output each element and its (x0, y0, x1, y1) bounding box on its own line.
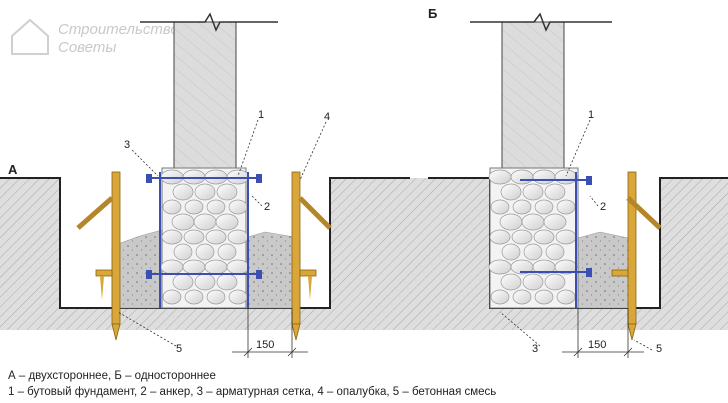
stone (172, 273, 194, 291)
stone (499, 213, 523, 231)
house-logo-icon (11, 18, 49, 55)
stone (162, 289, 182, 305)
stone (490, 289, 510, 305)
stone (228, 289, 248, 305)
anchor-bolts (146, 174, 262, 279)
stone (510, 169, 534, 185)
anchor-bolts (586, 176, 592, 277)
stone (194, 273, 216, 291)
column-break-line (140, 12, 278, 32)
formwork (611, 171, 662, 341)
formwork-left (76, 171, 121, 341)
stone (512, 289, 532, 305)
rebar-mesh (520, 172, 590, 308)
stone (206, 289, 226, 305)
stone (500, 273, 522, 291)
stone (227, 229, 249, 245)
formwork-right (291, 171, 332, 341)
callout-1-a: 1 (258, 109, 264, 121)
rebar-mesh (148, 172, 262, 308)
dimension-value-b: 150 (588, 339, 606, 351)
stone (226, 259, 250, 275)
callout-3-b: 3 (532, 343, 538, 355)
stone (216, 183, 238, 201)
stone (500, 183, 522, 201)
leader-lines (117, 119, 327, 347)
stone (206, 199, 226, 215)
callout-2-a: 2 (264, 201, 270, 213)
stone (523, 243, 543, 261)
stone (522, 273, 544, 291)
stone (511, 229, 533, 245)
stone (215, 213, 239, 231)
watermark: Строительство Советы (11, 18, 179, 56)
stone (184, 199, 204, 215)
stone (161, 229, 183, 245)
stone (172, 183, 194, 201)
stone (533, 229, 555, 245)
callout-5-b: 5 (656, 343, 662, 355)
stone (194, 183, 216, 201)
callout-4-a: 4 (324, 111, 330, 123)
panel-two-sided: А (0, 12, 410, 358)
stone (184, 289, 204, 305)
callout-3-a: 3 (124, 139, 130, 151)
soil (0, 178, 410, 330)
stone (193, 213, 217, 231)
callout-2-b: 2 (600, 201, 606, 213)
stone (204, 259, 228, 275)
stone (205, 229, 227, 245)
stone (488, 169, 512, 185)
dimension-value-a: 150 (256, 339, 274, 351)
panel-one-sided: Б 1 2 3 5 (410, 6, 728, 358)
stone (490, 199, 510, 215)
watermark-line1: Строительство (58, 21, 179, 38)
leader-lines (499, 119, 653, 351)
stone (521, 213, 545, 231)
stones (160, 169, 250, 305)
stone (501, 243, 521, 261)
stone (534, 289, 554, 305)
stone (228, 199, 248, 215)
stone (545, 243, 565, 261)
stone (216, 273, 238, 291)
dimension-b (562, 308, 644, 358)
stone (217, 243, 237, 261)
stone (556, 199, 576, 215)
stone (512, 199, 532, 215)
stone (183, 229, 205, 245)
stone (522, 183, 544, 201)
panel-letter-a: А (8, 162, 18, 177)
stone (160, 259, 184, 275)
panel-letter-b: Б (428, 6, 437, 21)
stone (544, 183, 566, 201)
stone (554, 169, 578, 185)
column (173, 21, 237, 173)
stone (532, 169, 556, 185)
stone (195, 243, 215, 261)
callout-1-b: 1 (588, 109, 594, 121)
stone (555, 229, 577, 245)
stone (556, 289, 576, 305)
stone (182, 259, 206, 275)
callout-5-a: 5 (176, 343, 182, 355)
stone (534, 199, 554, 215)
stone (543, 213, 567, 231)
column-break-line (470, 12, 612, 32)
watermark-line2: Советы (58, 39, 116, 56)
stone (171, 213, 195, 231)
stone (173, 243, 193, 261)
caption-line2: 1 – бутовый фундамент, 2 – анкер, 3 – ар… (8, 386, 497, 398)
column (501, 21, 565, 173)
stone (489, 229, 511, 245)
dimension-a (232, 308, 308, 358)
stone (162, 199, 182, 215)
caption-line1: А – двухстороннее, Б – одностороннее (8, 370, 216, 382)
stone (488, 259, 512, 275)
stone (544, 273, 566, 291)
